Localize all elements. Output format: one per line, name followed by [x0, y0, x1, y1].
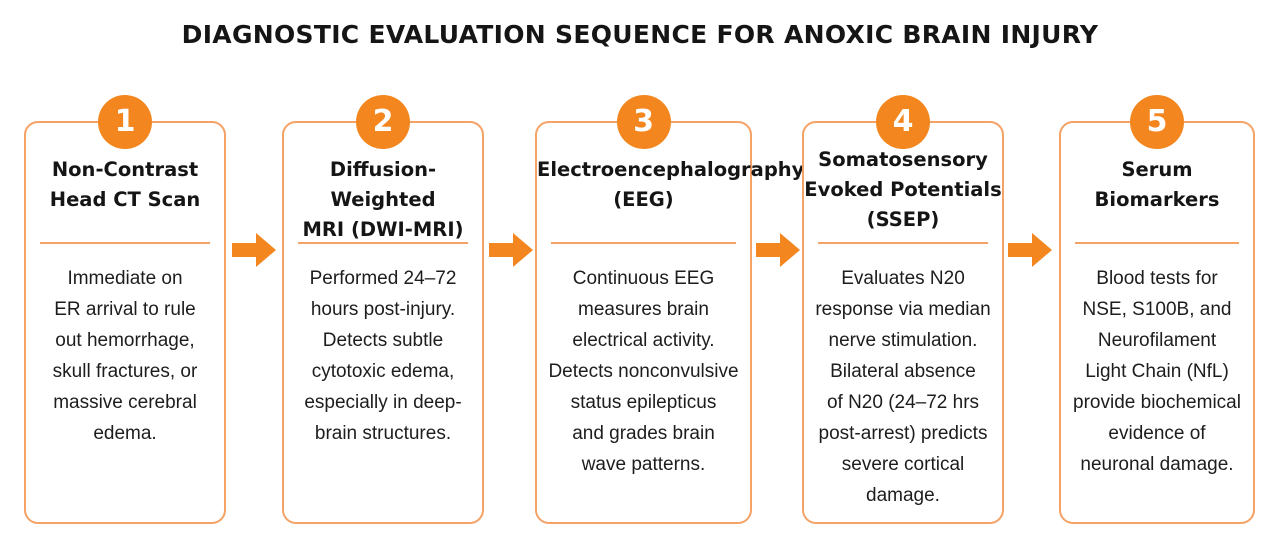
- step-title: Diffusion-Weighted MRI (DWI-MRI): [302, 158, 464, 241]
- step-divider: [40, 242, 210, 244]
- step-title: Serum Biomarkers: [1094, 158, 1220, 211]
- step-description: Immediate on ER arrival to rule out hemo…: [52, 268, 198, 444]
- step-description: Continuous EEG measures brain electrical…: [548, 268, 739, 475]
- step-title: Somatosensory Evoked Potentials (SSEP): [804, 148, 1002, 231]
- step-number-badge: 2: [356, 95, 410, 149]
- arrow-right-icon: [756, 233, 800, 267]
- step-title: Non-Contrast Head CT Scan: [49, 158, 201, 211]
- step-description: Performed 24–72 hours post-injury. Detec…: [304, 268, 462, 444]
- arrow-right-icon: [232, 233, 276, 267]
- step-title: Electroencephalography (EEG): [537, 158, 805, 211]
- step-card-1: 1 Non-Contrast Head CT Scan Immediate on…: [24, 95, 226, 524]
- step-number-badge: 4: [876, 95, 930, 149]
- arrow-right-icon: [489, 233, 533, 267]
- step-divider: [551, 242, 736, 244]
- step-card-5: 5 Serum Biomarkers Blood tests for NSE, …: [1059, 95, 1255, 524]
- arrow-right-icon: [1008, 233, 1052, 267]
- step-divider: [1075, 242, 1239, 244]
- step-number-badge: 1: [98, 95, 152, 149]
- step-number-badge: 3: [616, 95, 671, 149]
- step-card-4: 4 Somatosensory Evoked Potentials (SSEP)…: [802, 95, 1004, 524]
- step-divider: [818, 242, 988, 244]
- page-title: DIAGNOSTIC EVALUATION SEQUENCE FOR ANOXI…: [181, 20, 1099, 49]
- step-number-badge: 5: [1130, 95, 1184, 149]
- step-divider: [298, 242, 468, 244]
- step-description: Evaluates N20 response via median nerve …: [815, 268, 991, 506]
- step-card-2: 2 Diffusion-Weighted MRI (DWI-MRI) Perfo…: [282, 95, 484, 524]
- step-card-3: 3 Electroencephalography (EEG) Continuou…: [535, 95, 805, 524]
- step-description: Blood tests for NSE, S100B, and Neurofil…: [1073, 268, 1241, 475]
